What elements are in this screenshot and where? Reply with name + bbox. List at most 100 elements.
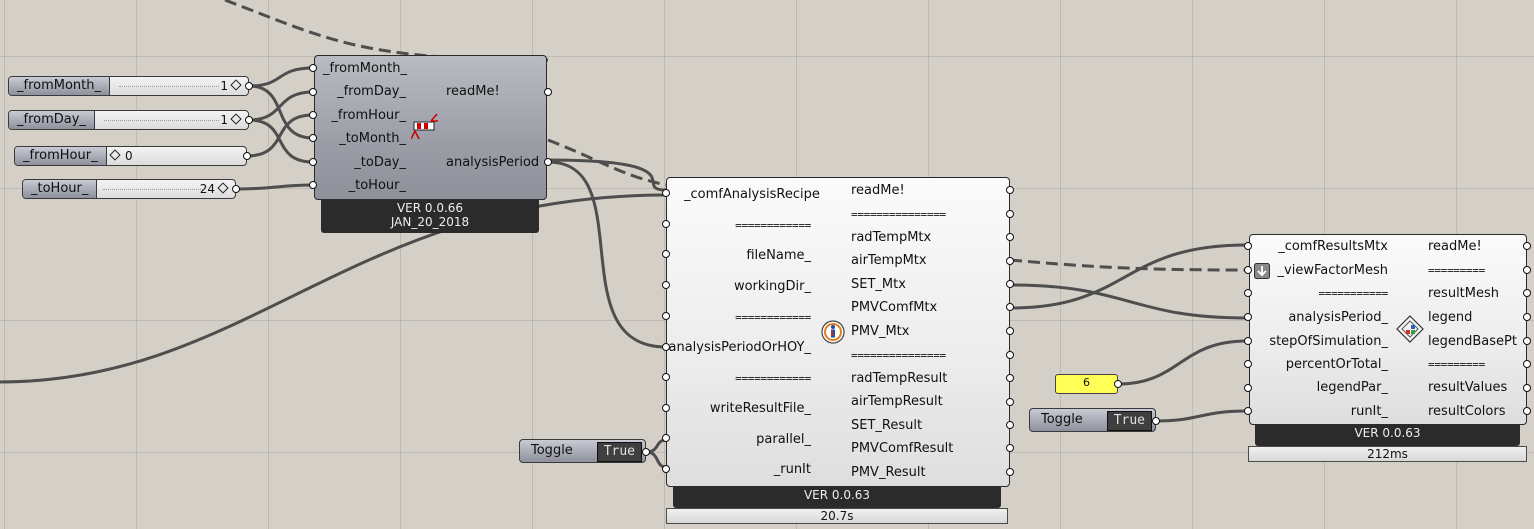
connection-port[interactable]	[1244, 384, 1252, 392]
output-label: readMe!	[851, 183, 905, 198]
connection-port[interactable]	[245, 82, 253, 90]
analysis-period-component[interactable]: _fromMonth_ _fromDay_ _fromHour_ _toMont…	[314, 55, 547, 200]
slider-from-hour[interactable]: _fromHour_ 0	[14, 146, 247, 166]
connection-port[interactable]	[243, 152, 251, 160]
connection-port[interactable]	[1523, 242, 1531, 250]
connection-port[interactable]	[1244, 313, 1252, 321]
connection-port[interactable]	[1006, 374, 1014, 382]
toggle-parallel[interactable]: Toggle True	[519, 439, 646, 463]
connection-port[interactable]	[1523, 266, 1531, 274]
input-label: percentOrTotal_	[1285, 357, 1388, 372]
comf-recipe-component[interactable]: _comfAnalysisRecipe ============ fileNam…	[666, 177, 1010, 487]
connection-port[interactable]	[662, 434, 670, 442]
connection-port[interactable]	[1006, 280, 1014, 288]
connection-port[interactable]	[662, 373, 670, 381]
connection-port[interactable]	[642, 448, 650, 456]
connection-port[interactable]	[544, 158, 552, 166]
slider-value: 1	[220, 113, 228, 127]
version-bar: VER 0.0.66 JAN_20_2018	[321, 200, 539, 233]
connection-port[interactable]	[1006, 210, 1014, 218]
connection-port[interactable]	[1006, 327, 1014, 335]
wire-fromday-today	[248, 118, 314, 164]
toggle-label: Toggle	[1041, 412, 1083, 427]
input-label: _viewFactorMesh	[1277, 263, 1388, 278]
output-label: PMV_Result	[851, 465, 926, 480]
wire-dashed-viewfactor	[1009, 258, 1248, 272]
diamond-icon	[230, 113, 242, 125]
input-label: runIt_	[1350, 404, 1388, 419]
diamond-icon	[217, 182, 229, 194]
connection-port[interactable]	[245, 116, 253, 124]
connection-port[interactable]	[662, 465, 670, 473]
mesh-results-icon	[1396, 315, 1424, 343]
separator: =========	[1428, 264, 1485, 277]
connection-port[interactable]	[1523, 313, 1531, 321]
connection-port[interactable]	[1523, 337, 1531, 345]
output-label: airTempResult	[851, 394, 943, 409]
connection-port[interactable]	[662, 220, 670, 228]
slider-from-month[interactable]: _fromMonth_ 1	[8, 76, 249, 96]
slider-value: 24	[199, 182, 215, 196]
diamond-icon	[109, 149, 121, 161]
connection-port[interactable]	[1006, 398, 1014, 406]
connection-port[interactable]	[1523, 407, 1531, 415]
connection-port[interactable]	[309, 64, 317, 72]
toggle-label: Toggle	[531, 443, 573, 458]
download-arrow-icon[interactable]	[1254, 263, 1270, 279]
input-label: parallel_	[756, 432, 811, 447]
toggle-value[interactable]: True	[596, 442, 642, 462]
connection-port[interactable]	[1006, 468, 1014, 476]
output-label: resultValues	[1428, 380, 1508, 395]
input-label: legendPar_	[1316, 380, 1388, 395]
connection-port[interactable]	[309, 134, 317, 142]
connection-port[interactable]	[309, 111, 317, 119]
separator: ===============	[851, 349, 946, 362]
diamond-icon	[230, 79, 242, 91]
connection-port[interactable]	[1152, 417, 1160, 425]
connection-port[interactable]	[662, 312, 670, 320]
connection-port[interactable]	[1244, 242, 1252, 250]
version-text: VER 0.0.66	[396, 201, 464, 215]
connection-port[interactable]	[232, 185, 240, 193]
connection-port[interactable]	[1006, 303, 1014, 311]
wire-period-to-recipe	[547, 160, 667, 349]
connection-port[interactable]	[1244, 360, 1252, 368]
slider-to-hour[interactable]: _toHour_ 24	[22, 179, 236, 199]
toggle-run[interactable]: Toggle True	[1029, 408, 1156, 432]
connection-port[interactable]	[662, 281, 670, 289]
connection-port[interactable]	[309, 88, 317, 96]
calendar-icon	[411, 113, 438, 140]
number-panel[interactable]: 6	[1055, 374, 1118, 394]
wire-tohour	[235, 183, 314, 191]
connection-port[interactable]	[1244, 407, 1252, 415]
connection-port[interactable]	[309, 181, 317, 189]
connection-port[interactable]	[1006, 351, 1014, 359]
input-label: fileName_	[746, 248, 811, 263]
connection-port[interactable]	[1006, 444, 1014, 452]
connection-port[interactable]	[1523, 289, 1531, 297]
connection-port[interactable]	[662, 343, 670, 351]
connection-port[interactable]	[662, 250, 670, 258]
output-label: radTempResult	[851, 371, 948, 386]
comf-results-component[interactable]: _comfResultsMtx _viewFactorMesh ========…	[1249, 234, 1527, 425]
connection-port[interactable]	[1244, 337, 1252, 345]
slider-from-day[interactable]: _fromDay_ 1	[8, 110, 249, 130]
connection-port[interactable]	[1523, 360, 1531, 368]
wire-pmvmtx-results	[1009, 243, 1248, 310]
connection-port[interactable]	[1523, 384, 1531, 392]
connection-port[interactable]	[1244, 289, 1252, 297]
compute-time: 20.7s	[666, 508, 1008, 524]
connection-port[interactable]	[1006, 421, 1014, 429]
connection-port[interactable]	[544, 88, 552, 96]
connection-port[interactable]	[662, 404, 670, 412]
connection-port[interactable]	[1114, 380, 1122, 388]
connection-port[interactable]	[309, 158, 317, 166]
connection-port[interactable]	[662, 189, 670, 197]
connection-port[interactable]	[1244, 266, 1252, 274]
input-label: _comfAnalysisRecipe	[684, 187, 820, 202]
connection-port[interactable]	[1006, 257, 1014, 265]
toggle-value[interactable]: True	[1106, 411, 1152, 431]
connection-port[interactable]	[1006, 233, 1014, 241]
connection-port[interactable]	[1006, 186, 1014, 194]
